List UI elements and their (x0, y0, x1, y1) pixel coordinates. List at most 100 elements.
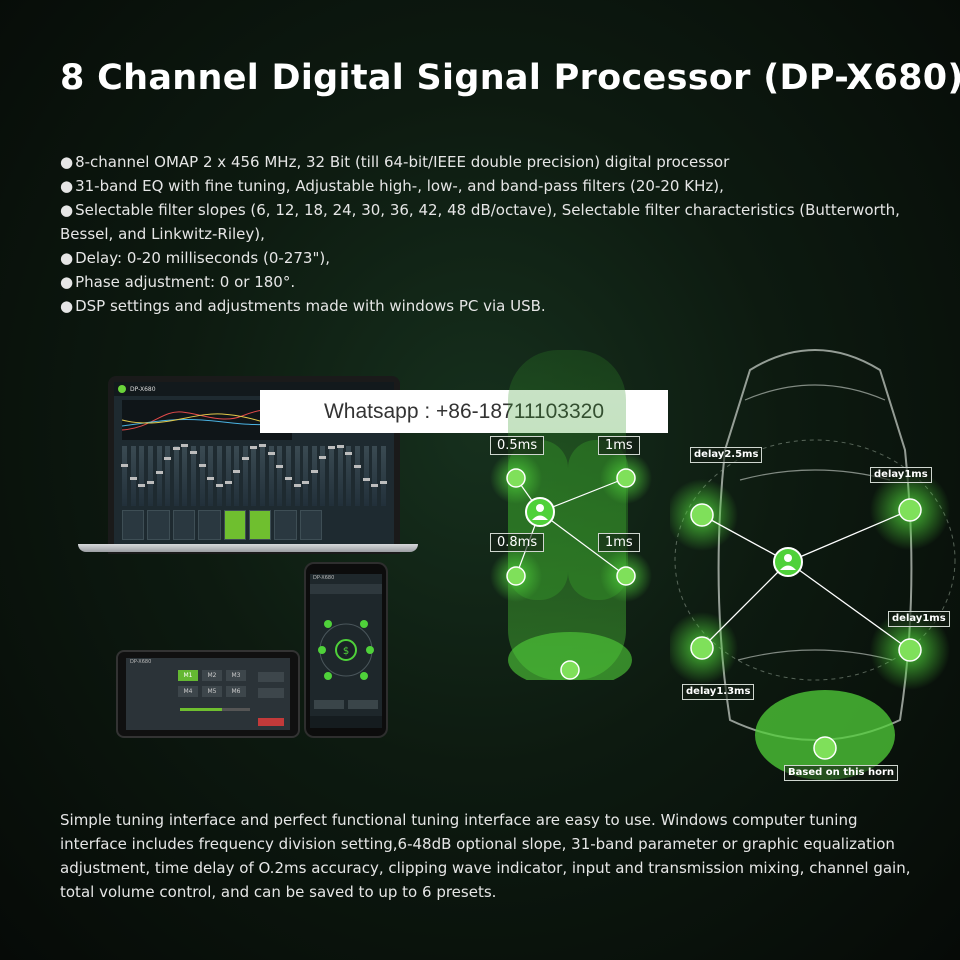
delay-label: 1ms (598, 436, 640, 455)
eq-slider-knob[interactable] (146, 481, 154, 485)
eq-slider-knob[interactable] (310, 470, 318, 474)
preset-m5-button[interactable]: M5 (202, 686, 222, 697)
delay-panel-graphic (490, 350, 652, 680)
eq-band-slider[interactable] (328, 446, 335, 506)
eq-band-slider[interactable] (345, 446, 353, 506)
feature-item: Selectable filter slopes (6, 12, 18, 24,… (60, 198, 930, 246)
eq-slider-knob[interactable] (259, 444, 266, 448)
channel-button[interactable] (248, 510, 272, 540)
eq-band-slider[interactable] (302, 446, 310, 506)
eq-slider-knob[interactable] (267, 451, 275, 455)
channel-button[interactable] (172, 510, 196, 540)
side-button[interactable] (258, 688, 284, 698)
eq-slider-knob[interactable] (138, 483, 146, 487)
preset-m4-button[interactable]: M4 (178, 686, 198, 697)
eq-slider-knob[interactable] (284, 477, 292, 481)
eq-band-slider[interactable] (155, 446, 163, 506)
channel-button[interactable] (274, 510, 297, 540)
eq-band-sliders[interactable] (121, 444, 387, 506)
eq-band-slider[interactable] (310, 446, 318, 506)
eq-band-slider[interactable] (353, 446, 361, 506)
eq-band-slider[interactable] (181, 444, 189, 506)
preset-m6-button[interactable]: M6 (226, 686, 246, 697)
eq-band-slider[interactable] (172, 446, 180, 506)
delay-label: delay1ms (888, 611, 950, 627)
eq-slider-knob[interactable] (293, 483, 301, 487)
feature-list: 8-channel OMAP 2 x 456 MHz, 32 Bit (till… (60, 150, 930, 318)
eq-slider-knob[interactable] (250, 446, 258, 450)
eq-slider-knob[interactable] (319, 456, 327, 460)
eq-slider-knob[interactable] (215, 483, 223, 487)
volume-slider[interactable] (180, 708, 250, 711)
delay-label: 0.8ms (490, 533, 545, 552)
eq-slider-knob[interactable] (353, 465, 361, 468)
app-name: DP-X680 (130, 385, 156, 393)
delay-label: 0.5ms (490, 436, 545, 455)
channel-button[interactable] (198, 510, 221, 540)
eq-band-slider[interactable] (215, 446, 223, 506)
eq-band-slider[interactable] (259, 444, 266, 506)
eq-band-slider[interactable] (250, 446, 258, 506)
eq-band-slider[interactable] (276, 446, 284, 506)
eq-slider-knob[interactable] (155, 470, 163, 474)
eq-band-slider[interactable] (371, 446, 379, 506)
eq-band-slider[interactable] (164, 446, 172, 506)
app-logo-icon (118, 385, 126, 393)
eq-slider-knob[interactable] (379, 480, 387, 484)
eq-slider-knob[interactable] (328, 446, 335, 450)
description-paragraph: Simple tuning interface and perfect func… (60, 811, 911, 901)
eq-band-slider[interactable] (319, 446, 327, 506)
eq-slider-knob[interactable] (224, 481, 232, 485)
eq-band-slider[interactable] (198, 446, 206, 506)
channel-buttons (122, 510, 322, 540)
eq-slider-knob[interactable] (241, 456, 249, 460)
eq-slider-knob[interactable] (371, 483, 379, 487)
eq-slider-knob[interactable] (181, 444, 189, 448)
eq-slider-knob[interactable] (276, 464, 284, 468)
eq-band-slider[interactable] (138, 446, 146, 506)
eq-slider-knob[interactable] (121, 464, 128, 467)
preset-m2-button[interactable]: M2 (202, 670, 222, 681)
eq-slider-knob[interactable] (198, 464, 206, 468)
feature-item: 31-band EQ with fine tuning, Adjustable … (60, 174, 930, 198)
eq-slider-knob[interactable] (164, 456, 172, 460)
eq-band-slider[interactable] (224, 446, 232, 506)
car-outline-graphic (670, 349, 956, 780)
feature-item: 8-channel OMAP 2 x 456 MHz, 32 Bit (till… (60, 150, 930, 174)
eq-band-slider[interactable] (362, 446, 370, 506)
eq-slider-knob[interactable] (129, 476, 137, 480)
channel-button[interactable] (299, 510, 322, 540)
phone-app-name: DP-X680 (313, 575, 335, 581)
eq-band-slider[interactable] (284, 446, 292, 506)
mute-button[interactable] (258, 718, 284, 726)
page-title: 8 Channel Digital Signal Processor (DP-X… (60, 58, 960, 98)
preset-m3-button[interactable]: M3 (226, 670, 246, 681)
eq-slider-knob[interactable] (207, 477, 215, 481)
side-button[interactable] (258, 672, 284, 682)
eq-band-slider[interactable] (233, 446, 241, 506)
eq-slider-knob[interactable] (345, 451, 353, 455)
channel-button[interactable] (147, 510, 170, 540)
eq-band-slider[interactable] (241, 446, 249, 506)
eq-slider-knob[interactable] (190, 451, 197, 455)
eq-slider-knob[interactable] (233, 470, 241, 474)
eq-band-slider[interactable] (129, 446, 137, 506)
eq-band-slider[interactable] (267, 446, 275, 506)
channel-button[interactable] (223, 510, 246, 540)
eq-band-slider[interactable] (379, 446, 387, 506)
preset-m1-button[interactable]: M1 (178, 670, 198, 681)
eq-band-slider[interactable] (146, 446, 154, 506)
feature-item: Delay: 0-20 milliseconds (0-273"), (60, 246, 930, 270)
eq-slider-knob[interactable] (362, 477, 370, 481)
eq-band-slider[interactable] (336, 444, 344, 506)
eq-band-slider[interactable] (190, 446, 197, 506)
channel-button[interactable] (122, 510, 145, 540)
eq-slider-knob[interactable] (302, 480, 310, 484)
delay-label: delay1.3ms (682, 684, 755, 700)
eq-band-slider[interactable] (121, 446, 128, 506)
eq-band-slider[interactable] (293, 446, 301, 506)
eq-slider-knob[interactable] (172, 446, 180, 450)
feature-item: DSP settings and adjustments made with w… (60, 294, 930, 318)
eq-slider-knob[interactable] (336, 444, 344, 448)
eq-band-slider[interactable] (207, 446, 215, 506)
